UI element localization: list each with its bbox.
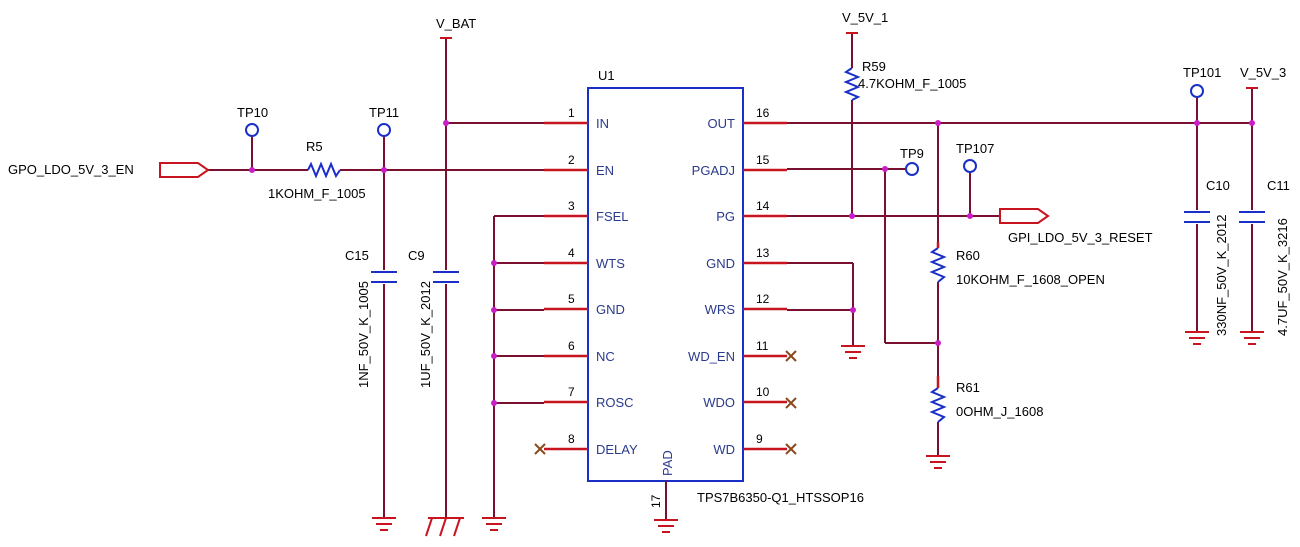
tp9-label: TP9 bbox=[900, 146, 924, 161]
resistor-r5[interactable]: R5 1KOHM_F_1005 bbox=[268, 139, 366, 201]
pin-1-name: IN bbox=[596, 116, 609, 131]
pin-14-name: PG bbox=[716, 209, 735, 224]
pin-8-name: DELAY bbox=[596, 442, 638, 457]
pin-6-number: 6 bbox=[568, 339, 575, 353]
c9-ref-label: C9 bbox=[408, 248, 425, 263]
c15-ref-label: C15 bbox=[345, 248, 369, 263]
power-v5v3-label: V_5V_3 bbox=[1240, 65, 1286, 80]
c9-value-label: 1UF_50V_K_2012 bbox=[418, 281, 433, 388]
pin-7-number: 7 bbox=[568, 385, 575, 399]
resistor-r60[interactable]: R60 10KOHM_F_1608_OPEN bbox=[929, 242, 1105, 287]
pin-16-name: OUT bbox=[708, 116, 736, 131]
testpoint-tp9[interactable]: TP9 bbox=[900, 146, 924, 176]
r61-ref-label: R61 bbox=[956, 380, 980, 395]
ic-part-label: TPS7B6350-Q1_HTSSOP16 bbox=[697, 490, 864, 505]
pin-3-number: 3 bbox=[568, 199, 575, 213]
no-connect-marker bbox=[785, 397, 797, 409]
pin-13-number: 13 bbox=[756, 246, 770, 260]
chassis-ground-symbol bbox=[425, 517, 464, 537]
pin-11-name: WD_EN bbox=[688, 349, 735, 364]
power-v5v3[interactable]: V_5V_3 bbox=[1240, 65, 1286, 89]
junction-dots bbox=[249, 120, 1255, 406]
ground-symbol bbox=[372, 517, 396, 531]
power-v5v1[interactable]: V_5V_1 bbox=[842, 10, 888, 34]
no-connect-marker bbox=[534, 443, 546, 455]
power-v5v1-label: V_5V_1 bbox=[842, 10, 888, 25]
pin-14-number: 14 bbox=[756, 199, 770, 213]
pin-1-number: 1 bbox=[568, 106, 575, 120]
r60-value-label: 10KOHM_F_1608_OPEN bbox=[956, 272, 1105, 287]
pin-12-name: WRS bbox=[705, 302, 736, 317]
ground-symbol bbox=[482, 517, 506, 531]
testpoint-tp11[interactable]: TP11 bbox=[369, 105, 399, 137]
c15-value-label: 1NF_50V_K_1005 bbox=[356, 281, 371, 388]
r5-ref-label: R5 bbox=[306, 139, 323, 154]
r61-value-label: 0OHM_J_1608 bbox=[956, 404, 1043, 419]
c11-ref-label: C11 bbox=[1267, 178, 1290, 193]
pad-number-label: 17 bbox=[649, 494, 663, 508]
pin-4-name: WTS bbox=[596, 256, 625, 271]
pin-10-number: 10 bbox=[756, 385, 770, 399]
ic-pins: 1IN2EN3FSEL4WTS5GND6NC7ROSC8DELAY16OUT15… bbox=[544, 106, 787, 457]
pin-4-number: 4 bbox=[568, 246, 575, 260]
pin-10-name: WDO bbox=[703, 395, 735, 410]
port-reset-label: GPI_LDO_5V_3_RESET bbox=[1008, 230, 1153, 245]
capacitor-c10[interactable]: C10 330NF_50V_K_2012 bbox=[1184, 178, 1230, 336]
resistor-r61[interactable]: R61 0OHM_J_1608 bbox=[929, 376, 1043, 423]
pin-9-number: 9 bbox=[756, 432, 763, 446]
ic-body bbox=[587, 87, 744, 482]
port-enable-label: GPO_LDO_5V_3_EN bbox=[8, 162, 134, 177]
pin-15-name: PGADJ bbox=[692, 163, 735, 178]
power-vbat[interactable]: V_BAT bbox=[436, 16, 476, 39]
pin-16-number: 16 bbox=[756, 106, 770, 120]
power-vbat-label: V_BAT bbox=[436, 16, 476, 31]
ground-symbol bbox=[926, 455, 950, 469]
tp10-label: TP10 bbox=[237, 105, 268, 120]
pin-5-number: 5 bbox=[568, 292, 575, 306]
r59-ref-label: R59 bbox=[862, 59, 886, 74]
ground-symbol bbox=[1240, 331, 1264, 345]
wires bbox=[208, 33, 1253, 518]
pin-8-number: 8 bbox=[568, 432, 575, 446]
no-connect-marker bbox=[785, 443, 797, 455]
ground-symbol bbox=[841, 345, 865, 359]
pin-12-number: 12 bbox=[756, 292, 770, 306]
c10-value-label: 330NF_50V_K_2012 bbox=[1214, 215, 1229, 336]
capacitor-c15[interactable]: C15 1NF_50V_K_1005 bbox=[345, 248, 397, 388]
c11-value-label: 4.7UF_50V_K_3216 bbox=[1275, 218, 1290, 336]
tp107-label: TP107 bbox=[956, 141, 994, 156]
pin-9-name: WD bbox=[713, 442, 735, 457]
pin-11-number: 11 bbox=[756, 339, 769, 353]
testpoint-tp101[interactable]: TP101 bbox=[1183, 65, 1221, 98]
pad-name-label: PAD bbox=[660, 450, 675, 476]
pin-2-number: 2 bbox=[568, 153, 575, 167]
r60-ref-label: R60 bbox=[956, 248, 980, 263]
port-enable[interactable]: GPO_LDO_5V_3_EN bbox=[8, 162, 210, 178]
c10-ref-label: C10 bbox=[1206, 178, 1230, 193]
pin-13-name: GND bbox=[706, 256, 735, 271]
ground-symbol bbox=[1185, 331, 1209, 345]
pin-3-name: FSEL bbox=[596, 209, 629, 224]
pin-15-number: 15 bbox=[756, 153, 770, 167]
r59-value-label: 4.7KOHM_F_1005 bbox=[858, 76, 966, 91]
testpoint-tp10[interactable]: TP10 bbox=[237, 105, 268, 137]
ic-ref-label: U1 bbox=[598, 68, 615, 83]
pin-5-name: GND bbox=[596, 302, 625, 317]
capacitor-c9[interactable]: C9 1UF_50V_K_2012 bbox=[408, 248, 459, 388]
ground-symbol bbox=[654, 519, 678, 533]
pin-7-name: ROSC bbox=[596, 395, 634, 410]
r5-value-label: 1KOHM_F_1005 bbox=[268, 186, 366, 201]
tp101-label: TP101 bbox=[1183, 65, 1221, 80]
tp11-label: TP11 bbox=[369, 105, 399, 120]
port-reset[interactable]: GPI_LDO_5V_3_RESET bbox=[999, 208, 1153, 245]
no-connect-marker bbox=[785, 350, 797, 362]
capacitor-c11[interactable]: C11 4.7UF_50V_K_3216 bbox=[1239, 178, 1290, 336]
testpoint-tp107[interactable]: TP107 bbox=[956, 141, 994, 173]
pin-2-name: EN bbox=[596, 163, 614, 178]
resistor-r59[interactable]: R59 4.7KOHM_F_1005 bbox=[843, 59, 966, 101]
pin-6-name: NC bbox=[596, 349, 615, 364]
